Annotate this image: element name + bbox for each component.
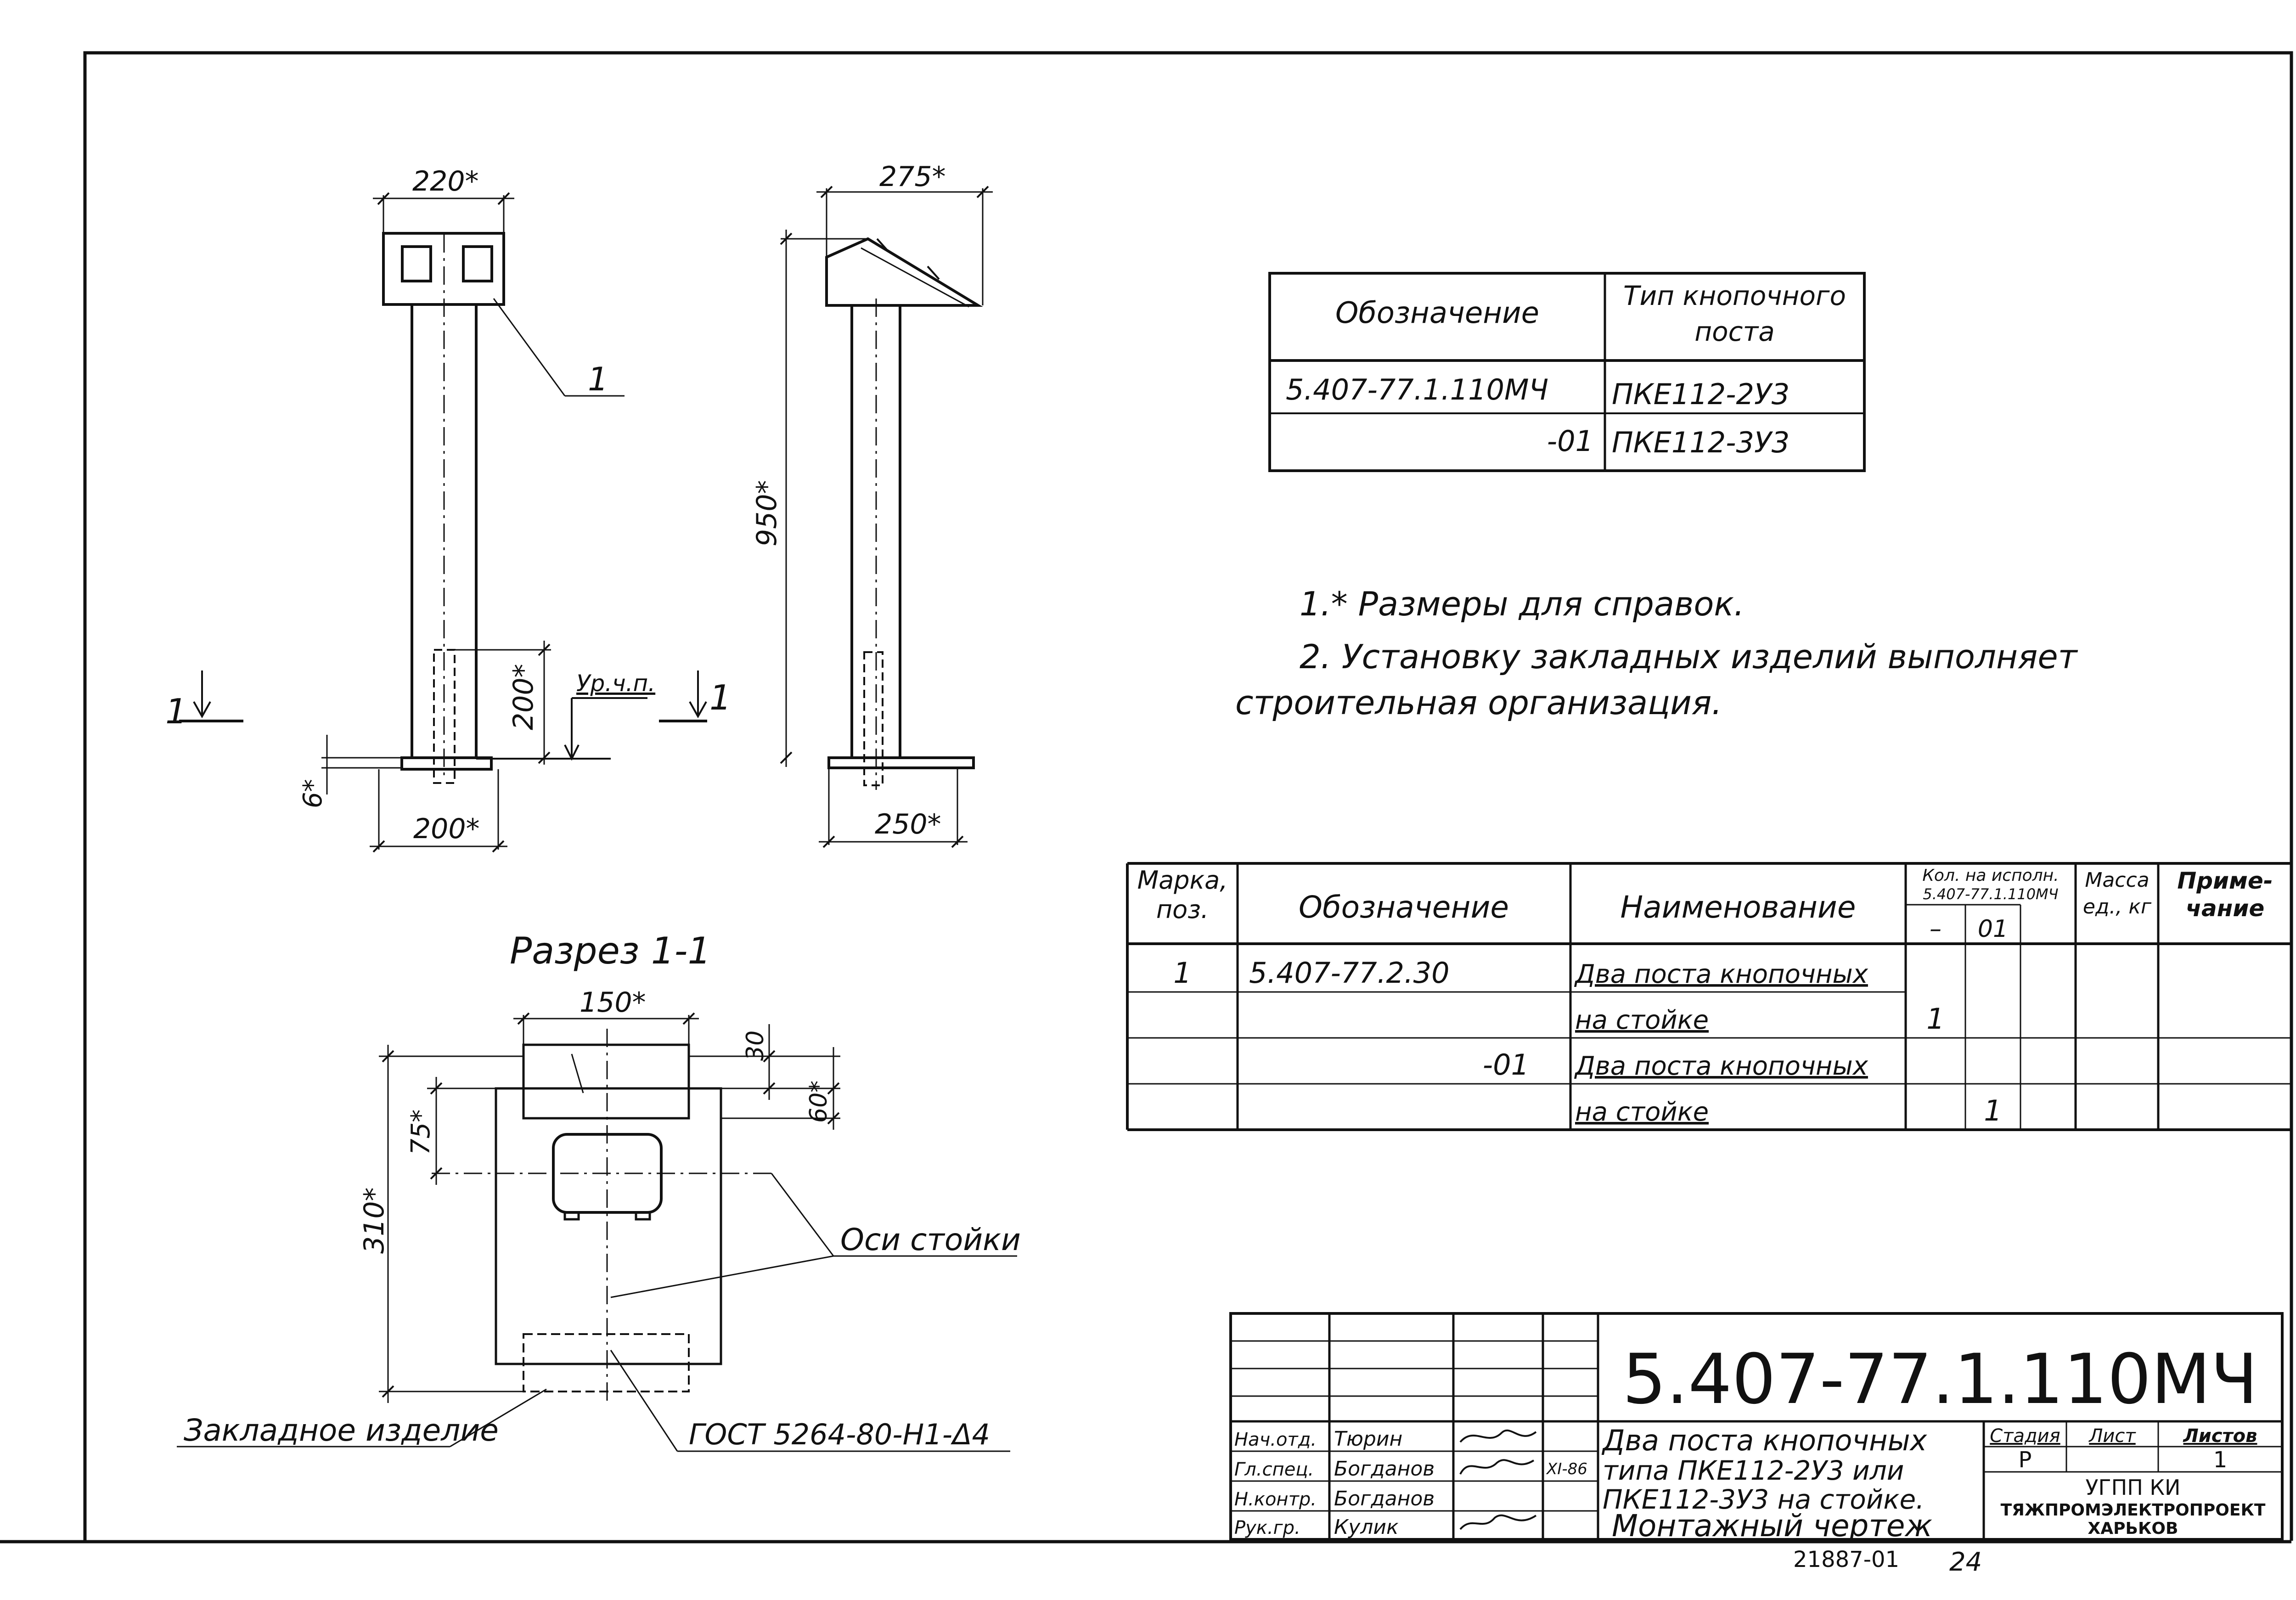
spec-header-qty-title: Кол. на исполн. [1922, 866, 2059, 885]
org-line-1: УГПП КИ [2086, 1475, 2181, 1500]
drawing-code: 5.407-77.1.110МЧ [1622, 1340, 2258, 1420]
front-callout: 1 [588, 361, 608, 398]
section-dim-width: 150* [580, 986, 646, 1019]
note-2: 2. Установку закладных изделий выполняет [1300, 637, 2078, 676]
sheet-header: Лист [2088, 1425, 2136, 1447]
spec-row-1-designation: 5.407-77.2.30 [1249, 956, 1450, 990]
variant-row-1-type: ПКЕ112-2У3 [1612, 377, 1790, 411]
spec-row-3-name: Два поста кнопочных [1574, 1051, 1868, 1081]
footer-page-number: 24 [1949, 1547, 1982, 1577]
variant-row-1-designation: 5.407-77.1.110МЧ [1286, 373, 1548, 406]
front-dim-embed: 200* [507, 664, 540, 730]
title-block: 5.407-77.1.110МЧ Нач.отд. Тюрин Гл.спец.… [1229, 1312, 2284, 1544]
sheet-frame [0, 51, 2293, 1544]
spec-header-qty-col-2: 01 [1978, 915, 2008, 943]
spec-row-4-qty-2: 1 [1984, 1094, 2002, 1127]
title-line-2: типа ПКЕ112-2У3 или [1603, 1455, 1904, 1486]
front-dim-base: 6* [298, 779, 328, 808]
floor-level-label: Ур.ч.п. [576, 670, 655, 697]
side-base-plate [827, 756, 975, 769]
name-3: Богданов [1334, 1487, 1435, 1510]
spec-row-1-name: Два поста кнопочных [1574, 959, 1868, 989]
spec-row-2-qty-1: 1 [1926, 1002, 1944, 1036]
spec-header-mass: Масса ед., кг [2082, 868, 2152, 918]
note-2-continuation: строительная организация. [1235, 683, 1722, 722]
variant-header-type: Тип кнопочного поста [1623, 280, 1846, 347]
footer-archive-number: 21887-01 [1793, 1547, 1899, 1572]
section-top-plate [522, 1043, 690, 1120]
sheets-value: 1 [2213, 1447, 2228, 1473]
front-dim-top: 220* [412, 165, 479, 197]
signature-4 [1459, 1514, 1537, 1530]
front-dim-bottom: 200* [413, 813, 480, 845]
note-1: 1.* Размеры для справок. [1300, 585, 1745, 623]
side-embed-dashed [863, 651, 884, 786]
section-gost-label: ГОСТ 5264-80-Н1-Δ4 [689, 1418, 990, 1451]
spec-row-4-name: на стойке [1575, 1097, 1709, 1127]
signature-2 [1459, 1459, 1535, 1475]
approval-date: XI-86 [1546, 1460, 1587, 1478]
role-2: Гл.спец. [1234, 1459, 1314, 1480]
side-view: 275* 950* 250* [751, 161, 993, 848]
section-view: Разрез 1-1 150* 30 60* 75* 310* [177, 930, 1021, 1452]
org-line-3: ХАРЬКОВ [2088, 1519, 2178, 1538]
side-post-box [825, 237, 983, 307]
name-2: Богданов [1334, 1457, 1435, 1481]
variant-table: Обозначение Тип кнопочного поста 5.407-7… [1268, 272, 1866, 472]
front-view: 220* 200* 6* 200* Ур.ч.п. 1 1 1 [165, 165, 732, 853]
spec-header-qty-col-1: – [1930, 915, 1941, 943]
spec-header-designation: Обозначение [1299, 890, 1509, 925]
section-dim-75: 75* [406, 1110, 436, 1155]
section-axes-label: Оси стойки [840, 1222, 1021, 1257]
section-dim-60: 60* [805, 1081, 833, 1123]
front-button-1 [401, 245, 432, 282]
section-dim-30: 30 [742, 1031, 769, 1061]
section-embedded-label: Закладное изделие [184, 1413, 499, 1448]
front-button-2 [462, 245, 493, 282]
stage-value: Р [2019, 1447, 2032, 1473]
spec-row-3-designation: -01 [1483, 1048, 1529, 1082]
sheets-header: Листов [2183, 1425, 2257, 1447]
side-dim-height: 950* [751, 480, 783, 546]
section-dim-310: 310* [358, 1187, 390, 1254]
spec-table: Марка, поз. Обозначение Наименование Кол… [1126, 862, 2291, 1131]
title-line-4: Монтажный чертеж [1612, 1508, 1932, 1544]
variant-row-2-type: ПКЕ112-3У3 [1612, 426, 1790, 459]
variant-row-2-designation: -01 [1547, 424, 1593, 458]
side-dim-bottom: 250* [875, 808, 941, 840]
role-1: Нач.отд. [1234, 1429, 1317, 1450]
spec-header-qty-doc: 5.407-77.1.110МЧ [1923, 885, 2058, 903]
spec-row-2-name: на стойке [1575, 1005, 1709, 1035]
section-embed-dashed [523, 1333, 690, 1392]
section-mark-left: 1 [165, 691, 187, 732]
spec-header-name: Наименование [1621, 890, 1856, 925]
spec-header-note: Приме- чание [2177, 868, 2273, 922]
section-mark-right: 1 [709, 677, 732, 718]
front-base-plate [400, 756, 493, 771]
name-4: Кулик [1334, 1515, 1399, 1539]
title-line-1: Два поста кнопочных [1601, 1424, 1928, 1457]
org-line-2: ТЯЖПРОМЭЛЕКТРОПРОЕКТ [2001, 1501, 2266, 1520]
spec-header-mark: Марка, поз. [1137, 866, 1228, 924]
name-1: Тюрин [1334, 1427, 1402, 1451]
signature-1 [1459, 1429, 1537, 1443]
role-3: Н.контр. [1234, 1489, 1317, 1510]
role-4: Рук.гр. [1234, 1517, 1300, 1538]
notes: 1.* Размеры для справок. 2. Установку за… [1235, 585, 2078, 722]
section-title: Разрез 1-1 [510, 930, 711, 972]
spec-row-1-mark: 1 [1173, 956, 1191, 990]
section-body [495, 1087, 722, 1365]
variant-header-designation: Обозначение [1335, 296, 1539, 330]
stage-header: Стадия [1990, 1425, 2060, 1447]
side-dim-top: 275* [879, 161, 946, 193]
title-line-3: ПКЕ112-3У3 на стойке. [1603, 1484, 1925, 1515]
